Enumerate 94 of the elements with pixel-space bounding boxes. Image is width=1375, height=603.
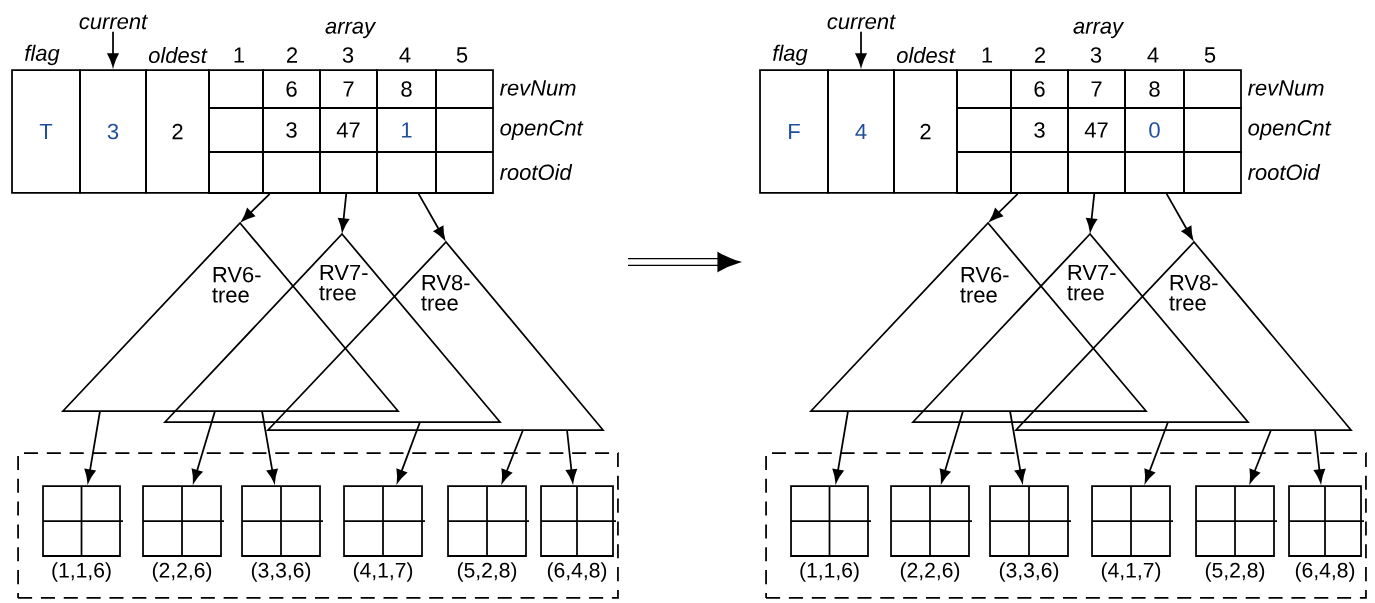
row-header: openCnt (500, 120, 584, 140)
table-cell (956, 151, 1012, 194)
column-header: 3 (1090, 47, 1102, 63)
column-header: array (325, 21, 377, 39)
arrow (1144, 421, 1169, 483)
record-label: (5,2,8) (457, 562, 517, 582)
arrow (107, 30, 119, 67)
table-cell (435, 69, 494, 109)
arrow (1249, 429, 1272, 483)
column-header: 5 (456, 47, 468, 63)
table-cell (208, 151, 264, 194)
table-cell (319, 151, 378, 194)
table-cell: 47 (1067, 107, 1126, 153)
column-header: flag (773, 44, 808, 66)
arrow (417, 193, 446, 240)
table-cell (1183, 107, 1242, 153)
column-header: 1 (982, 47, 993, 63)
table-cell: 6 (262, 69, 321, 109)
column-header: 3 (342, 47, 354, 63)
arrow (566, 429, 577, 483)
table-cell (435, 107, 494, 153)
record-label: (1,1,6) (52, 562, 111, 582)
field-label: current (79, 14, 148, 30)
row-header: revNum (500, 80, 576, 96)
table-cell: 2 (893, 69, 958, 194)
field-label: current (827, 14, 896, 30)
record-label: (5,2,8) (1205, 562, 1265, 582)
arrow (1009, 410, 1026, 483)
column-header: 5 (1204, 47, 1216, 63)
table-cell (1183, 151, 1242, 194)
arrow (338, 193, 350, 232)
column-header: 4 (1147, 47, 1159, 63)
table-cell: T (11, 69, 81, 194)
record-label: (6,4,8) (1295, 562, 1355, 582)
column-header: 1 (234, 47, 245, 63)
table-cell: 3 (1010, 107, 1069, 153)
arrow (191, 410, 216, 483)
arrow (1314, 429, 1325, 483)
record-label: (6,4,8) (547, 562, 607, 582)
arrow (501, 429, 524, 483)
table-cell (1124, 151, 1185, 194)
table-cell: 4 (827, 69, 895, 194)
column-header: 2 (1035, 47, 1045, 63)
table-cell: 7 (1067, 69, 1126, 109)
column-header: 4 (399, 47, 411, 63)
row-header: openCnt (1248, 120, 1332, 140)
table-cell: 8 (376, 69, 437, 109)
column-header: oldest (896, 46, 956, 64)
row-header: rootOid (1248, 163, 1321, 181)
table-cell (208, 69, 264, 109)
table-cell: 47 (319, 107, 378, 153)
arrow (855, 30, 867, 67)
table-cell: 7 (319, 69, 378, 109)
arrow (261, 410, 278, 483)
table-cell (956, 69, 1012, 109)
table-cell (376, 151, 437, 194)
table-cell: 6 (1010, 69, 1069, 109)
arrow (832, 410, 849, 483)
column-header: flag (25, 44, 60, 66)
record-label: (3,3,6) (251, 562, 311, 582)
table-cell (435, 151, 494, 194)
arrow (1086, 193, 1098, 232)
record-label: (4,1,7) (353, 562, 413, 582)
table-cell (956, 107, 1012, 153)
table-cell: 3 (79, 69, 147, 194)
table-cell (262, 151, 321, 194)
record-label: (2,2,6) (152, 562, 212, 582)
arrow (396, 421, 421, 483)
column-header: oldest (148, 46, 208, 64)
column-header: 2 (287, 47, 297, 63)
table-cell: 3 (262, 107, 321, 153)
record-label: (1,1,6) (800, 562, 859, 582)
row-header: rootOid (500, 163, 573, 181)
dashed-region (17, 452, 619, 599)
table-cell: F (759, 69, 829, 194)
arrow (1165, 193, 1194, 240)
table-cell (1010, 151, 1069, 194)
arrow (989, 193, 1019, 222)
table-cell (1183, 69, 1242, 109)
table-cell: 0 (1124, 107, 1185, 153)
row-header: revNum (1248, 80, 1324, 96)
record-label: (2,2,6) (900, 562, 960, 582)
table-cell: 2 (145, 69, 210, 194)
arrow (241, 193, 271, 222)
record-label: (4,1,7) (1101, 562, 1161, 582)
table-cell: 1 (376, 107, 437, 153)
table-cell: 8 (1124, 69, 1185, 109)
column-header: array (1073, 21, 1125, 39)
record-label: (3,3,6) (999, 562, 1059, 582)
table-cell (1067, 151, 1126, 194)
arrow (939, 410, 964, 483)
dashed-region (765, 452, 1367, 599)
arrow (84, 410, 101, 483)
table-cell (208, 107, 264, 153)
